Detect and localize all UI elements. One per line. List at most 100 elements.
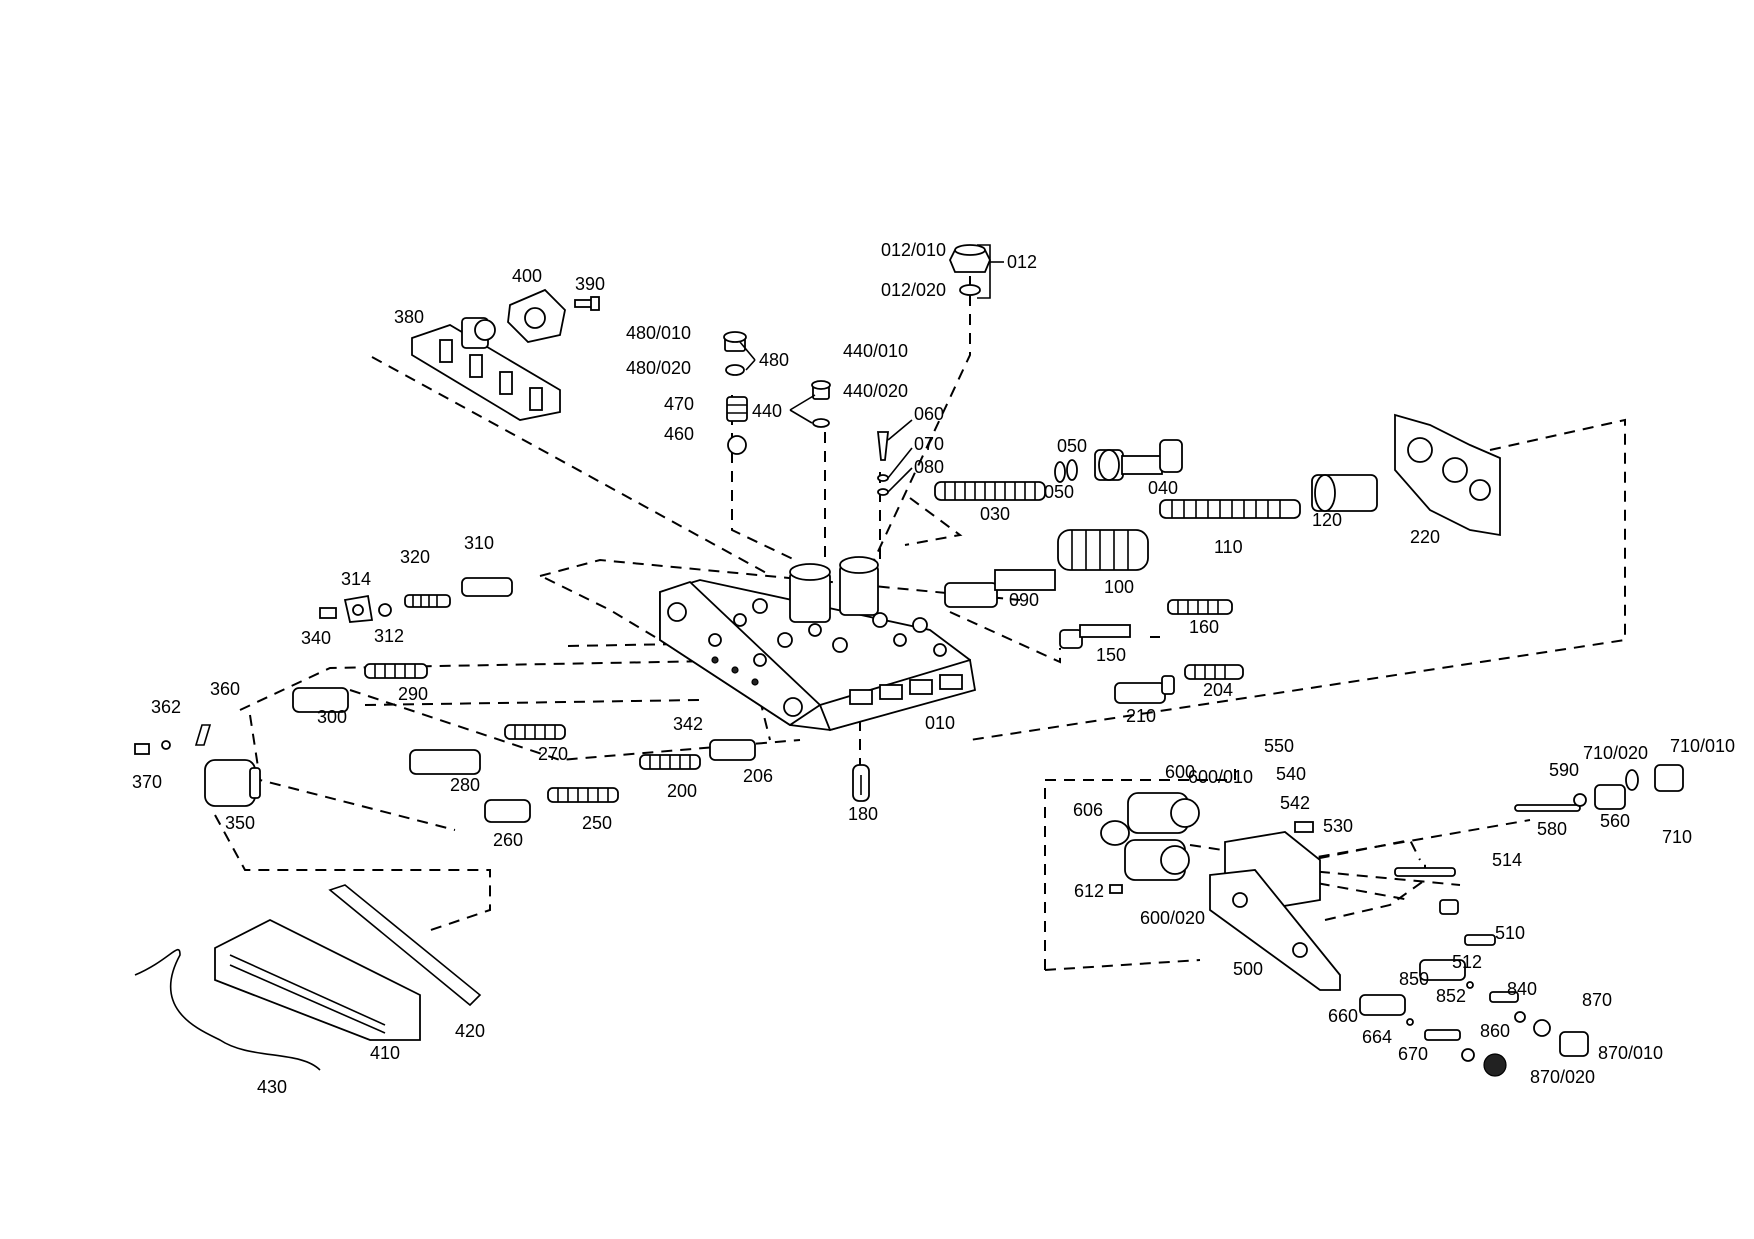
ring-460	[727, 435, 747, 455]
callout-250: 250	[582, 813, 612, 833]
callout-010: 010	[925, 713, 955, 733]
callout-612: 612	[1074, 881, 1104, 901]
spring-200	[639, 754, 701, 770]
callout-710-010: 710/010	[1670, 736, 1735, 756]
callout-012-020: 012/020	[881, 280, 946, 300]
callout-204: 204	[1203, 680, 1233, 700]
callout-400: 400	[512, 266, 542, 286]
callout-710-020: 710/020	[1583, 743, 1648, 763]
callout-100: 100	[1104, 577, 1134, 597]
callout-260: 260	[493, 830, 523, 850]
clip-360	[194, 724, 212, 746]
valve-310	[461, 577, 513, 597]
spring-270	[504, 724, 566, 740]
callout-550: 550	[1264, 736, 1294, 756]
callout-362: 362	[151, 697, 181, 717]
callout-206: 206	[743, 766, 773, 786]
screw-390	[574, 296, 600, 311]
callout-120: 120	[1312, 510, 1342, 530]
callout-050-b: 050	[1044, 482, 1074, 502]
callout-514: 514	[1492, 850, 1522, 870]
callout-342: 342	[673, 714, 703, 734]
ring-852	[1466, 981, 1474, 989]
ring-312	[378, 603, 392, 617]
flange-400	[507, 288, 566, 343]
callout-600-020: 600/020	[1140, 908, 1205, 928]
callout-012: 012	[1007, 252, 1037, 272]
callout-590: 590	[1549, 760, 1579, 780]
callout-030: 030	[980, 504, 1010, 524]
callout-040: 040	[1148, 478, 1178, 498]
spring-530	[1294, 821, 1314, 833]
callout-870-010: 870/010	[1598, 1043, 1663, 1063]
callout-850: 850	[1399, 969, 1429, 989]
callout-310: 310	[464, 533, 494, 553]
ring-860	[1461, 1011, 1526, 1062]
washer-362	[161, 740, 171, 750]
washer-590	[1573, 793, 1587, 807]
plug-480	[723, 331, 756, 376]
spring-670	[1424, 1029, 1461, 1041]
screw-370	[134, 743, 150, 755]
callout-090: 090	[1009, 590, 1039, 610]
callout-460: 460	[664, 424, 694, 444]
callout-350: 350	[225, 813, 255, 833]
callout-380: 380	[394, 307, 424, 327]
callout-180: 180	[848, 804, 878, 824]
gasket-420	[328, 884, 482, 1007]
callout-840: 840	[1507, 979, 1537, 999]
callout-600: 600	[1165, 762, 1195, 782]
callout-314: 314	[341, 569, 371, 589]
valve-210	[1114, 675, 1175, 704]
spring-320	[404, 594, 451, 608]
spring-110	[1159, 499, 1301, 519]
callout-080: 080	[914, 457, 944, 477]
cover-314	[343, 594, 374, 623]
valve-150	[1059, 624, 1131, 649]
valve-060-080	[876, 419, 913, 496]
callout-870: 870	[1582, 990, 1612, 1010]
rings-050	[1054, 459, 1078, 483]
callout-320: 320	[400, 547, 430, 567]
callout-150: 150	[1096, 645, 1126, 665]
callout-600-010: 600/010	[1188, 767, 1253, 787]
callout-290: 290	[398, 684, 428, 704]
callout-480: 480	[759, 350, 789, 370]
valve-850	[1419, 959, 1466, 981]
callout-270: 270	[538, 744, 568, 764]
callout-664: 664	[1362, 1027, 1392, 1047]
solenoid-600	[1127, 792, 1200, 834]
callout-340: 340	[301, 628, 331, 648]
pin-180	[852, 764, 870, 802]
spring-160	[1167, 599, 1233, 615]
callout-500: 500	[1233, 959, 1263, 979]
callout-440: 440	[752, 401, 782, 421]
callout-050-a: 050	[1057, 436, 1087, 456]
callout-540: 540	[1276, 764, 1306, 784]
callout-480-020: 480/020	[626, 358, 691, 378]
valve-300	[292, 687, 349, 713]
callout-606: 606	[1073, 800, 1103, 820]
callout-370: 370	[132, 772, 162, 792]
pin-514	[1394, 867, 1456, 877]
plug-870	[1483, 1019, 1589, 1077]
plug-440	[789, 380, 831, 428]
callout-060: 060	[914, 404, 944, 424]
callout-660: 660	[1328, 1006, 1358, 1026]
callout-220: 220	[1410, 527, 1440, 547]
callout-012-010: 012/010	[881, 240, 946, 260]
callout-860: 860	[1480, 1021, 1510, 1041]
callout-200: 200	[667, 781, 697, 801]
callout-300: 300	[317, 707, 347, 727]
valve-206	[709, 739, 756, 761]
callout-510: 510	[1495, 923, 1525, 943]
plate-500	[1209, 869, 1341, 991]
screw-340	[319, 607, 337, 619]
spring-250	[547, 787, 619, 803]
callout-480-010: 480/010	[626, 323, 691, 343]
spring-512	[1464, 934, 1496, 946]
callout-390: 390	[575, 274, 605, 294]
valve-660	[1359, 994, 1406, 1016]
spring-470	[726, 396, 748, 422]
